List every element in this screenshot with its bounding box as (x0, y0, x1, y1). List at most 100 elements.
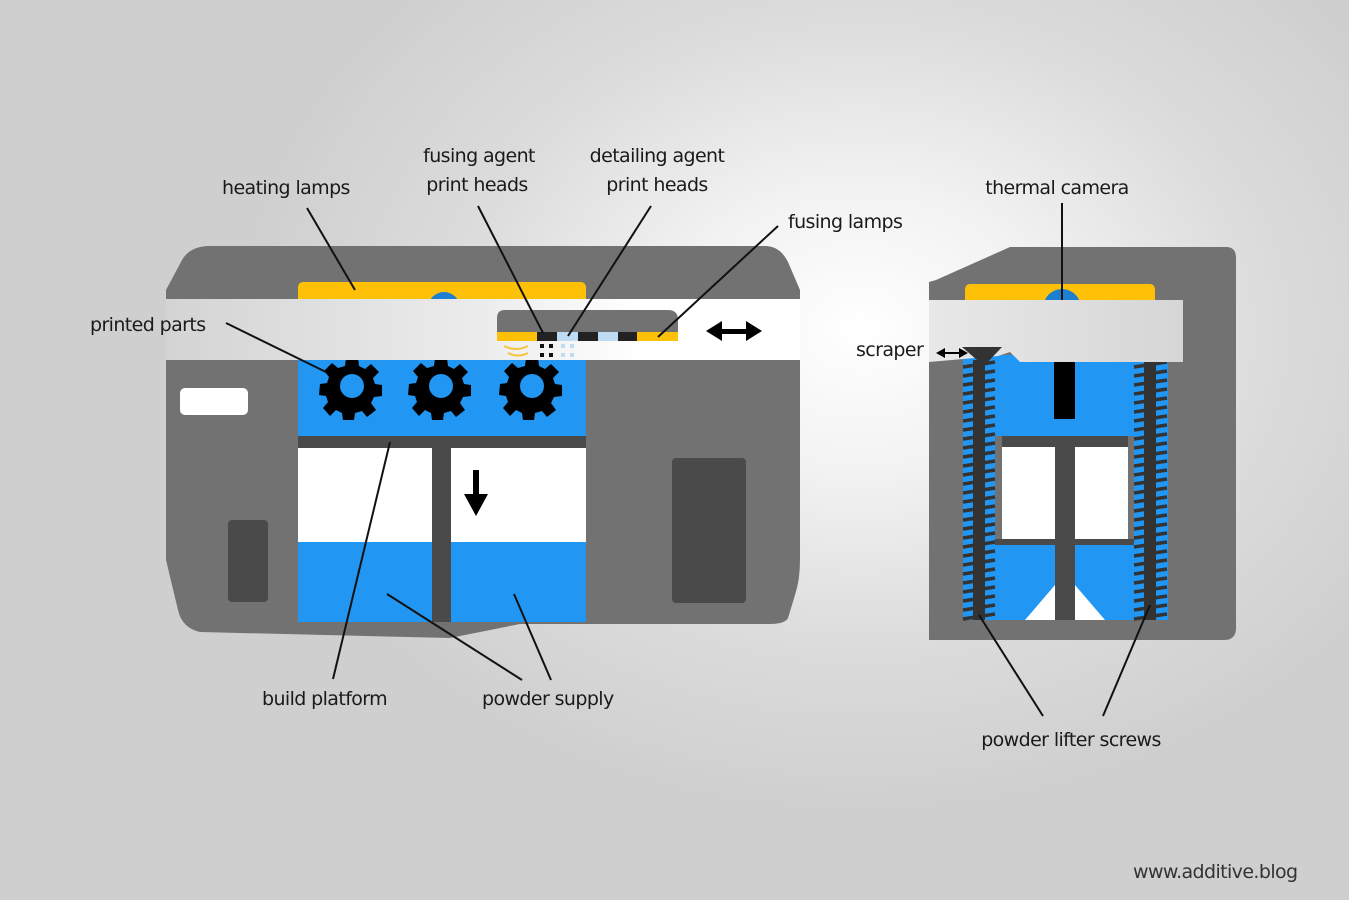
screw-thread (962, 585, 996, 594)
screw-thread (1133, 531, 1168, 540)
screw-thread (1133, 387, 1168, 396)
side-void-frame-left (995, 436, 1002, 544)
label-detailing-agent-line2: print heads (606, 174, 708, 196)
scraper-blade (962, 347, 1002, 366)
screw-thread (1133, 513, 1168, 522)
screw-thread (1133, 477, 1168, 486)
front-view (166, 246, 800, 638)
screw-thread (962, 360, 996, 369)
leader-build-platform (332, 441, 391, 680)
chamber-void-left (298, 448, 432, 542)
leader-screw-left (978, 614, 1044, 717)
fusing-agent-droplets (540, 344, 553, 357)
leader-powder-supply-left (386, 593, 523, 681)
carriage-rail (166, 299, 800, 360)
screw-thread (962, 567, 996, 576)
screw-thread (962, 558, 996, 567)
label-printed-parts: printed parts (90, 314, 206, 336)
screw-thread (962, 531, 996, 540)
screw-thread (1133, 369, 1168, 378)
side-view (929, 247, 1236, 640)
label-powder-lifter-screws: powder lifter screws (981, 729, 1161, 751)
screw-thread (1133, 504, 1168, 513)
screw-thread (1133, 540, 1168, 549)
screw-thread (962, 540, 996, 549)
screw-thread (962, 432, 996, 441)
screw-thread (1133, 567, 1168, 576)
printed-part-gear-icon (319, 358, 382, 420)
screw-thread (962, 450, 996, 459)
detailing-agent-head (557, 332, 578, 341)
screw-thread (1133, 576, 1168, 585)
detailing-agent-head (598, 332, 618, 341)
fusing-agent-head (618, 332, 637, 341)
platform-down-arrow-icon (464, 470, 488, 516)
screw-thread (962, 387, 996, 396)
label-scraper: scraper (856, 339, 924, 361)
label-thermal-camera: thermal camera (985, 177, 1129, 199)
powder-lifter-screw-right (1133, 360, 1168, 621)
screw-thread (962, 504, 996, 513)
label-fusing-lamps: fusing lamps (788, 211, 903, 233)
screw-thread (962, 378, 996, 387)
screw-thread (962, 576, 996, 585)
screw-thread (1133, 612, 1168, 621)
screw-thread (962, 405, 996, 414)
label-heating-lamps: heating lamps (222, 177, 350, 199)
label-detailing-agent-line1: detailing agent (589, 145, 725, 167)
label-build-platform: build platform (262, 688, 388, 710)
leader-powder-supply-right (513, 593, 552, 681)
screw-thread (1133, 378, 1168, 387)
side-piston (1055, 447, 1075, 620)
side-hopper-left (1025, 585, 1055, 620)
screw-thread (1133, 432, 1168, 441)
label-fusing-agent-line2: print heads (426, 174, 528, 196)
heat-wave-icon (503, 345, 529, 357)
fusing-agent-head (537, 332, 557, 341)
screw-thread (1133, 414, 1168, 423)
screw-thread (1133, 486, 1168, 495)
detailing-agent-droplets (561, 344, 574, 357)
screw-thread (962, 396, 996, 405)
screw-thread (1133, 396, 1168, 405)
build-platform (298, 436, 586, 448)
watermark: www.additive.blog (1133, 861, 1298, 883)
screw-thread (962, 495, 996, 504)
thermal-camera-beam (1054, 360, 1075, 419)
printed-part-gear-icon (499, 358, 562, 420)
screw-thread (1133, 423, 1168, 432)
screw-thread (1133, 585, 1168, 594)
screw-thread (1133, 522, 1168, 531)
screw-thread (962, 441, 996, 450)
screw-thread (1133, 405, 1168, 414)
screw-thread (1133, 594, 1168, 603)
left-vent (228, 520, 268, 602)
screw-thread (1133, 441, 1168, 450)
leader-fusing-lamps (657, 225, 779, 338)
screw-thread (962, 486, 996, 495)
screw-thread (962, 414, 996, 423)
fusing-agent-head (578, 332, 598, 341)
leader-detailing-agent (567, 205, 652, 337)
screw-thread (962, 369, 996, 378)
display-panel (180, 388, 248, 415)
side-hopper-right (1075, 585, 1105, 620)
screw-thread (962, 603, 996, 612)
leader-heating-lamps (306, 207, 356, 291)
leader-lines (225, 203, 1151, 717)
screw-thread (1133, 549, 1168, 558)
screw-thread (1133, 459, 1168, 468)
screw-thread (962, 468, 996, 477)
screw-thread (962, 423, 996, 432)
screw-thread (1133, 450, 1168, 459)
screw-thread (962, 513, 996, 522)
fusing-lamp-left (497, 332, 537, 341)
leader-fusing-agent (477, 205, 544, 334)
screw-thread (1133, 468, 1168, 477)
scraper-motion-arrow-icon (936, 348, 968, 358)
screw-thread (1133, 360, 1168, 369)
print-carriage (497, 310, 678, 332)
powder-supply-right (451, 542, 586, 622)
screw-thread (1133, 603, 1168, 612)
leader-screw-right (1102, 604, 1151, 717)
